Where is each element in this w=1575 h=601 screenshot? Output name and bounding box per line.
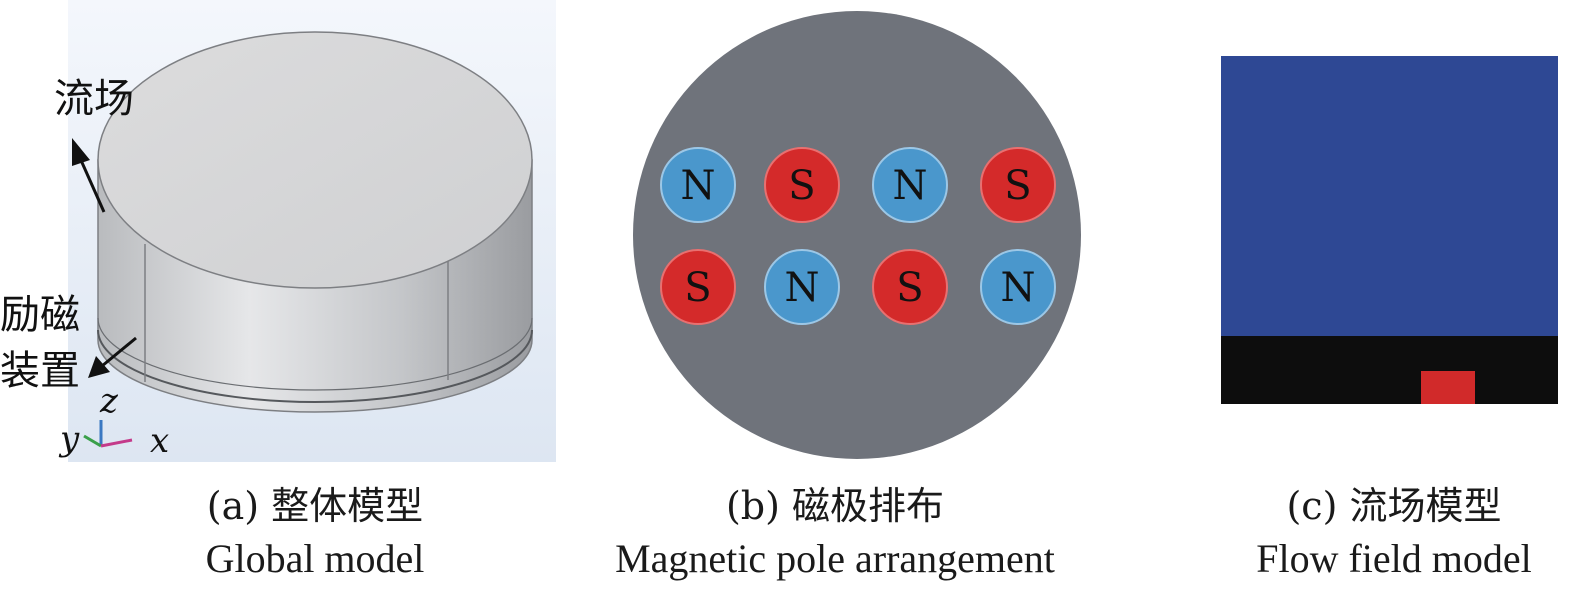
panel-global-model: 流场 励磁 装置 z y x	[0, 0, 560, 470]
flow-field-figure	[1221, 56, 1558, 404]
excitation-label-line1: 励磁	[0, 292, 80, 338]
caption-a: (a) 整体模型 Global model	[150, 484, 480, 582]
panel-pole-arrangement: N S N S S N S N	[630, 8, 1090, 463]
axis-x-label: x	[150, 421, 169, 461]
flow-field-label: 流场	[54, 76, 134, 122]
pole-north	[980, 249, 1056, 325]
pole-south	[980, 147, 1056, 223]
pole-label: N	[681, 163, 716, 209]
caption-b-en: Magnetic pole arrangement	[615, 536, 1055, 581]
excite-arrow-line	[101, 336, 137, 368]
caption-c-en: Flow field model	[1256, 536, 1532, 581]
flow-arrow-line	[78, 157, 106, 213]
axis-y-label: y	[58, 419, 80, 459]
caption-b-cn: (b) 磁极排布	[725, 484, 945, 528]
global-model-figure: 流场 励磁 装置 z y x	[0, 0, 556, 462]
pole-north	[764, 249, 840, 325]
flow-region	[1221, 56, 1558, 336]
pole-label: N	[1001, 265, 1036, 311]
base-region	[1221, 336, 1558, 404]
caption-c: (c) 流场模型 Flow field model	[1215, 484, 1573, 582]
excitation-ring-line	[97, 329, 533, 403]
pole-south	[764, 147, 840, 223]
pole-label: S	[788, 163, 815, 209]
cylinder-top	[97, 31, 533, 289]
pole-label: N	[893, 163, 928, 209]
pole-label: S	[1004, 163, 1031, 209]
pole-north	[660, 147, 736, 223]
pole-south	[660, 249, 736, 325]
pole-north	[872, 147, 948, 223]
excitation-ring-line-2	[97, 317, 533, 391]
pole-label: S	[684, 265, 711, 311]
excitation-label-line2: 装置	[0, 348, 80, 394]
axis-y-line	[83, 434, 102, 448]
flow-arrow-head	[72, 138, 90, 166]
magnet-block	[1421, 371, 1475, 404]
axis-z-label: z	[99, 381, 119, 421]
magnet-disk	[633, 11, 1081, 459]
caption-c-cn: (c) 流场模型	[1286, 484, 1502, 528]
caption-a-en: Global model	[205, 536, 425, 581]
axis-x-line	[100, 438, 133, 448]
pole-label: N	[785, 265, 820, 311]
pole-label: S	[896, 265, 923, 311]
panel-flow-field-model	[1220, 55, 1560, 407]
excite-arrow-head	[88, 356, 110, 378]
pole-south	[872, 249, 948, 325]
caption-a-cn: (a) 整体模型	[206, 484, 424, 528]
pole-arrangement-figure: N S N S S N S N	[633, 11, 1081, 459]
caption-b: (b) 磁极排布 Magnetic pole arrangement	[560, 484, 1110, 582]
